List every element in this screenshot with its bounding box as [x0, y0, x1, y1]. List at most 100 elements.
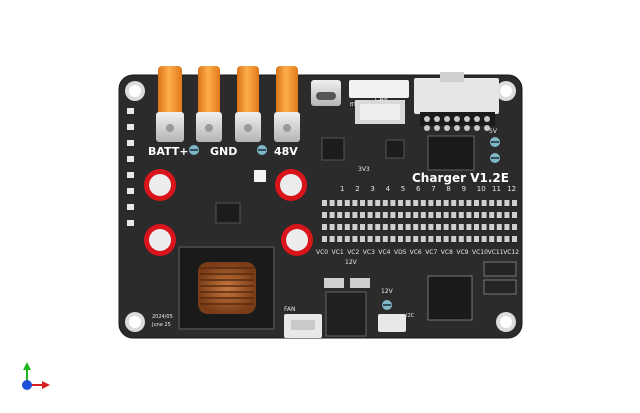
smd-component — [405, 224, 411, 230]
smd-component — [458, 212, 464, 218]
smd-component — [367, 236, 373, 242]
label-12v-b: 12V — [345, 259, 358, 266]
smd-component — [512, 236, 517, 242]
label-i2c: I2C — [406, 313, 415, 319]
channel-number: 4 — [386, 185, 391, 193]
smd-component — [436, 212, 441, 218]
smd-component — [405, 236, 411, 242]
smd-component — [360, 236, 365, 242]
smd-component — [322, 200, 327, 206]
smd-component — [458, 224, 464, 230]
smd-component — [512, 200, 517, 206]
channel-number: 2 — [355, 185, 359, 193]
smd-component — [337, 236, 343, 242]
terminal-48v — [274, 66, 300, 142]
smd-component — [420, 224, 426, 230]
vc-label: VC11 — [488, 249, 504, 256]
channel-number: 3 — [370, 185, 374, 193]
channel-number: 8 — [446, 185, 450, 193]
smd-component — [458, 200, 464, 206]
balance-component-rows — [322, 200, 517, 242]
smd-component — [481, 236, 487, 242]
smd-component — [474, 212, 479, 218]
smd-component — [481, 212, 487, 218]
smd-component — [512, 224, 517, 230]
channel-number: 12 — [507, 185, 516, 193]
smd-component — [443, 200, 449, 206]
smd-component — [375, 200, 381, 206]
smd-component — [405, 200, 411, 206]
smd-component — [496, 224, 502, 230]
smd-component — [413, 200, 419, 206]
smd-component — [344, 200, 350, 206]
axis-gizmo — [22, 362, 50, 390]
bt-can-connector — [349, 80, 409, 124]
terminal-gnd-1 — [196, 66, 222, 142]
smd-component — [344, 224, 350, 230]
label-bt: BT — [350, 102, 357, 108]
smd-component — [481, 224, 487, 230]
smd-component — [375, 212, 381, 218]
label-can: CAN — [375, 96, 388, 103]
label-batt-plus: BATT+ — [148, 145, 189, 158]
ic-chips — [215, 135, 517, 337]
vc-label: VC8 — [441, 249, 453, 256]
smd-component — [413, 236, 419, 242]
smd-component — [375, 224, 381, 230]
smd-component — [451, 236, 457, 242]
label-12v: 12V — [381, 288, 394, 295]
label-5v: 5V — [489, 128, 498, 135]
smd-component — [504, 224, 510, 230]
smd-component — [428, 236, 434, 242]
smd-component — [474, 200, 479, 206]
smd-component — [329, 200, 335, 206]
smd-component — [367, 200, 373, 206]
smd-component — [420, 236, 426, 242]
vc-label: VC0 — [316, 249, 328, 256]
smd-component — [474, 224, 479, 230]
label-3v3: 3V3 — [358, 166, 370, 173]
status-led — [254, 170, 266, 182]
smd-component — [352, 212, 358, 218]
vc-label: VC3 — [363, 249, 375, 256]
smd-component — [466, 200, 472, 206]
smd-component — [322, 224, 327, 230]
terminal-batt-plus — [156, 66, 184, 142]
axis-z-dot — [22, 380, 32, 390]
power-pads — [144, 169, 313, 256]
smd-component — [489, 236, 495, 242]
smd-component — [489, 212, 495, 218]
smd-component — [398, 200, 403, 206]
smd-component — [337, 200, 343, 206]
axis-x-arrow — [42, 381, 50, 389]
smd-component — [443, 236, 449, 242]
inductor — [178, 246, 275, 330]
smd-component — [420, 200, 426, 206]
vc-label: VC9 — [456, 249, 468, 256]
channel-number: 6 — [416, 185, 421, 193]
smd-component — [352, 236, 358, 242]
terminal-gnd-2 — [235, 66, 261, 142]
smd-component — [504, 236, 510, 242]
smd-component — [344, 212, 350, 218]
terminal-block — [156, 66, 300, 142]
vc-label: VC12 — [503, 249, 519, 256]
smd-component — [337, 224, 343, 230]
smd-component — [466, 224, 472, 230]
smd-component — [329, 236, 335, 242]
label-fan: FAN — [284, 306, 296, 313]
smd-component — [436, 236, 441, 242]
vc-label: VC6 — [410, 249, 422, 256]
smd-component — [451, 200, 457, 206]
smd-component — [382, 212, 388, 218]
blue-capacitors — [189, 137, 500, 310]
channel-number: 1 — [340, 185, 344, 193]
smd-component — [504, 212, 510, 218]
label-date-1: 2024/05 — [152, 314, 173, 320]
smd-component — [428, 200, 434, 206]
label-date-2: June 25 — [151, 322, 171, 328]
smd-component — [496, 200, 502, 206]
smd-component — [398, 212, 403, 218]
